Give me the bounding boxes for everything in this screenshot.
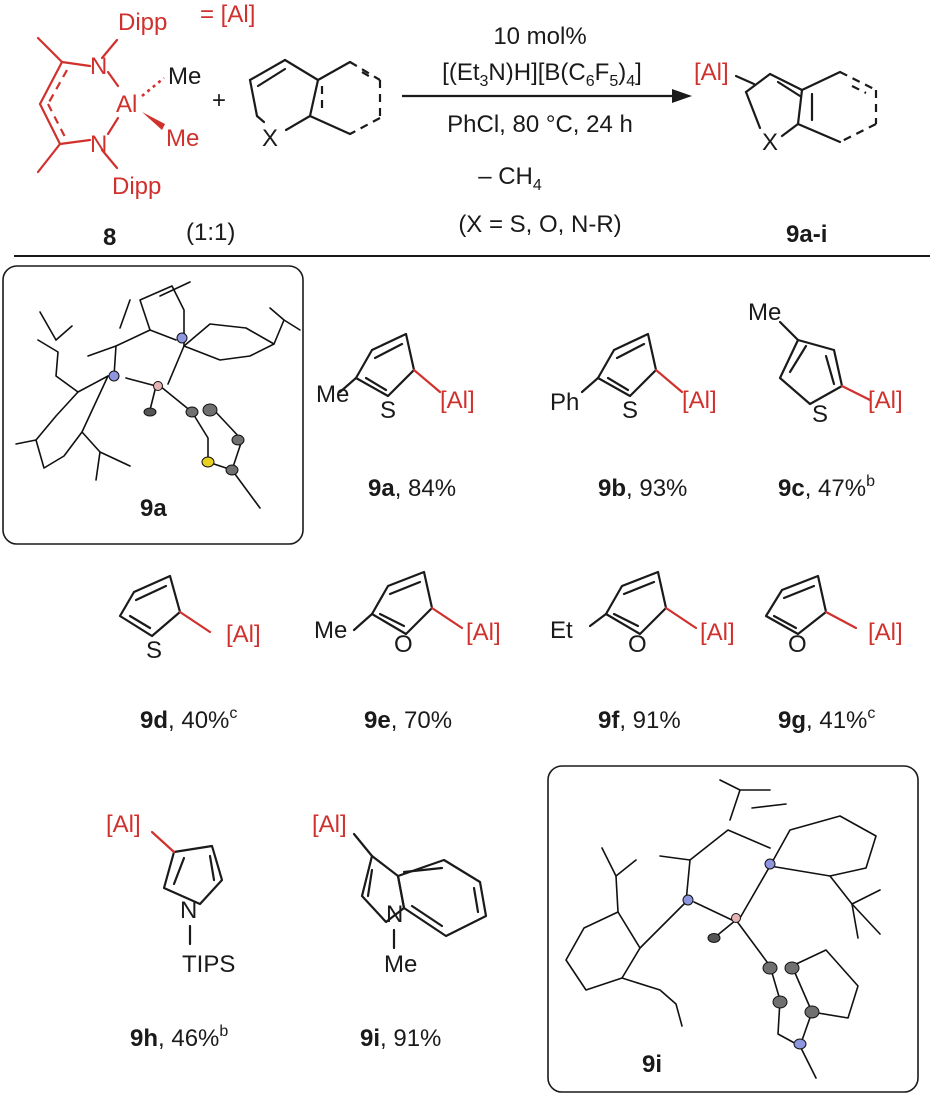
compound-9d-caption: 9d, 40%c — [140, 705, 237, 734]
crystal-structure-9a-label: 9a — [140, 495, 167, 522]
compound-9d-heteroatom: S — [146, 637, 162, 664]
crystal-structure-9i-label: 9i — [642, 1051, 662, 1078]
generic-product-structure: [Al] X 9a-i — [694, 59, 878, 248]
compound-9i-al: [Al] — [312, 811, 347, 838]
me-top-label: Me — [168, 63, 201, 90]
dipp-bottom-label: Dipp — [112, 173, 161, 200]
n-top-label: N — [90, 53, 107, 80]
crystal-structure-9i-drawing — [565, 779, 881, 1079]
compound-9b-al: [Al] — [682, 387, 717, 414]
product-range-label: 9a-i — [786, 221, 827, 248]
compound-9h-caption: 9h, 46%b — [130, 1023, 228, 1052]
al-center-label: Al — [116, 91, 137, 118]
compound-9h-al: [Al] — [106, 811, 141, 838]
compound-9f-caption: 9f, 91% — [598, 707, 681, 734]
compound-9f-al: [Al] — [700, 619, 735, 646]
compound-9b: Ph S [Al] 9b, 93% — [550, 332, 717, 502]
solvent-temperature-time: PhCl, 80 °C, 24 h — [447, 111, 633, 138]
compound-9g-heteroatom: O — [788, 631, 807, 658]
compound-9i-substituent: Me — [384, 951, 417, 978]
crystal-structure-9a-drawing — [15, 281, 301, 509]
compound-9c-al: [Al] — [868, 387, 903, 414]
plus-sign: + — [212, 87, 226, 114]
compound-9b-caption: 9b, 93% — [598, 475, 687, 502]
compound-9g-caption: 9g, 41%c — [778, 705, 875, 734]
methane-byproduct: – CH4 — [478, 163, 542, 194]
compound-9i: [Al] N Me 9i, 91% — [312, 811, 488, 1052]
compound-9b-heteroatom: S — [622, 397, 638, 424]
compound-9f-substituent: Et — [550, 617, 573, 644]
compound-9i-caption: 9i, 91% — [360, 1025, 441, 1052]
catalyst-formula: [(Et3N)H][B(C6F5)4] — [442, 59, 642, 90]
compound-9e-substituent: Me — [314, 617, 347, 644]
heteroatom-scope-note: (X = S, O, N-R) — [458, 211, 621, 238]
compound-9g: O [Al] 9g, 41%c — [764, 574, 903, 734]
substrate-heteroatom: X — [262, 125, 278, 152]
stoichiometry-ratio: (1:1) — [186, 219, 235, 246]
crystal-structure-9a-box — [2, 265, 304, 545]
product-heteroatom: X — [762, 129, 778, 156]
compound-9d: S [Al] 9d, 40%c — [118, 574, 261, 734]
compound-9a-heteroatom: S — [380, 397, 396, 424]
reaction-arrow — [402, 89, 692, 103]
catalyst-loading: 10 mol% — [493, 23, 586, 50]
reagent-8-label: 8 — [103, 224, 116, 251]
compound-9f-heteroatom: O — [628, 631, 647, 658]
compound-9e-heteroatom: O — [394, 631, 413, 658]
crystal-structure-9i-box — [547, 765, 919, 1093]
me-bottom-label: Me — [166, 125, 199, 152]
heteroarene-substrate: X — [248, 58, 382, 152]
compound-9b-substituent: Ph — [550, 389, 579, 416]
alias-definition: = [Al] — [200, 1, 255, 28]
n-bottom-label: N — [90, 131, 107, 158]
compound-9f: Et O [Al] 9f, 91% — [550, 570, 735, 734]
compound-9h-substituent: TIPS — [182, 951, 235, 978]
dipp-top-label: Dipp — [118, 9, 167, 36]
compound-9h-heteroatom: N — [180, 897, 197, 924]
compound-9c-caption: 9c, 47%b — [778, 473, 875, 502]
compound-9e: Me O [Al] 9e, 70% — [314, 570, 501, 734]
product-al-label: [Al] — [694, 59, 729, 86]
compound-9d-al: [Al] — [226, 621, 261, 648]
compound-9e-al: [Al] — [466, 619, 501, 646]
reagent-8-structure: = [Al] Dipp N Al Me Me N Dipp 8 (1:1) — [36, 1, 255, 251]
compound-9a-caption: 9a, 84% — [368, 475, 456, 502]
compound-9c: Me S [Al] 9c, 47%b — [748, 299, 903, 502]
compound-9a: Me S [Al] 9a, 84% — [316, 332, 475, 502]
compound-9h: [Al] N TIPS 9h, 46%b — [106, 811, 235, 1052]
compound-9c-heteroatom: S — [812, 401, 828, 428]
compound-9e-caption: 9e, 70% — [364, 707, 452, 734]
compound-9i-heteroatom: N — [386, 901, 403, 928]
compound-9g-al: [Al] — [868, 619, 903, 646]
compound-9a-al: [Al] — [440, 387, 475, 414]
compound-9c-substituent: Me — [748, 299, 781, 326]
compound-9a-substituent: Me — [316, 381, 349, 408]
